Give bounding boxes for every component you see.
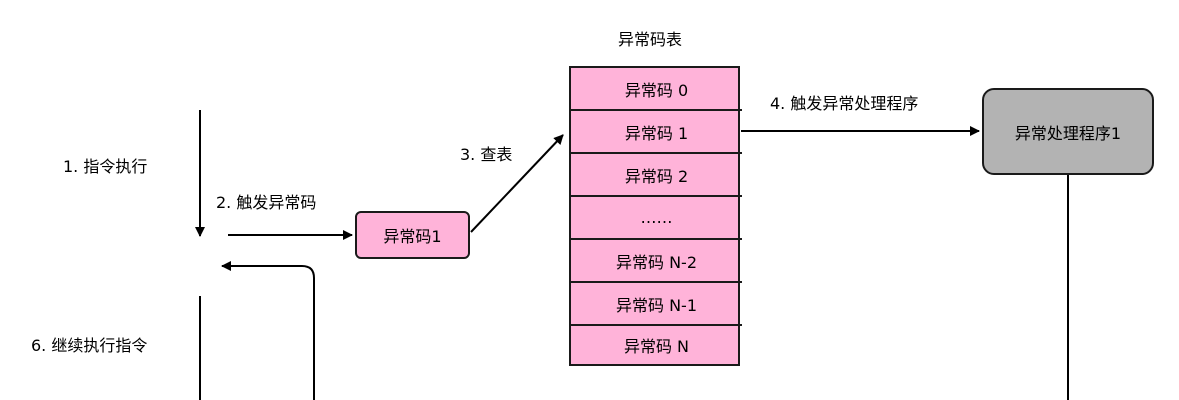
table-row: 异常码 N — [623, 337, 690, 356]
table-row: 异常码 N-1 — [571, 283, 742, 326]
exception-code-box: 异常码1 — [355, 211, 470, 259]
table-lookup-arrow — [470, 134, 564, 233]
step6-label: 6. 继续执行指令 — [31, 336, 148, 355]
table-row: 异常码 1 — [571, 111, 742, 154]
table-row: …… — [571, 197, 742, 240]
exception-code-table: 异常码 0 异常码 1 异常码 2 …… 异常码 N-2 异常码 N-1 异常码… — [569, 66, 742, 366]
step2-label: 2. 触发异常码 — [216, 193, 317, 212]
step1-label: 1. 指令执行 — [63, 157, 148, 176]
table-row: 异常码 0 — [571, 68, 742, 111]
table-row: 异常码 2 — [571, 154, 742, 197]
table-row: 异常码 N-2 — [571, 240, 742, 283]
table-title: 异常码表 — [618, 30, 683, 49]
step4-label: 4. 触发异常处理程序 — [770, 94, 919, 113]
exception-handler-box: 异常处理程序1 — [982, 88, 1154, 175]
step3-label: 3. 查表 — [460, 145, 513, 164]
return-arrow — [221, 261, 315, 400]
